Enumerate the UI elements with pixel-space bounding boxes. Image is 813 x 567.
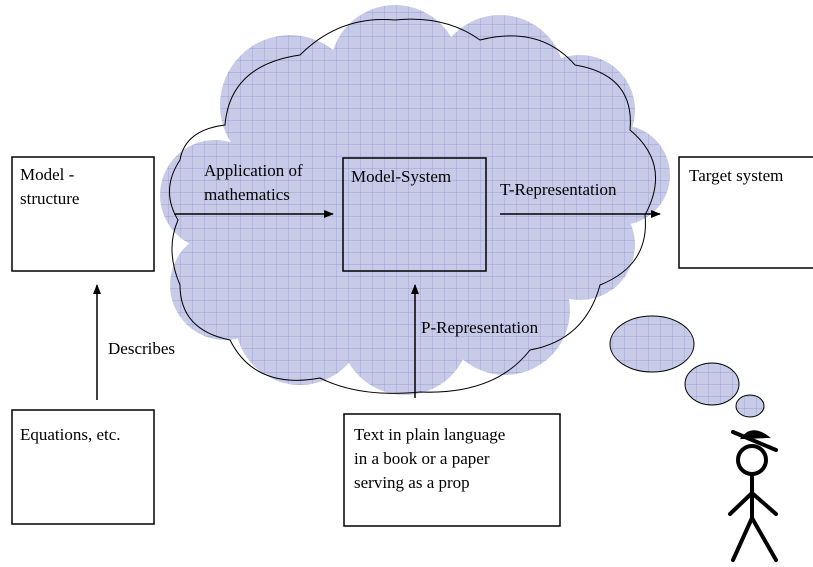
thought-bubble-medium: [684, 362, 740, 406]
thought-cloud: [160, 5, 670, 395]
model-structure-label-line1: Model -: [20, 165, 75, 184]
describes-label: Describes: [108, 339, 175, 358]
model-system-label: Model-System: [351, 167, 451, 186]
model-structure-box: Model - structure: [11, 156, 155, 272]
t-representation-label: T-Representation: [500, 180, 617, 199]
target-system-box: Target system: [678, 156, 813, 269]
equations-label: Equations, etc.: [20, 425, 121, 444]
stick-figure: [728, 430, 778, 562]
stick-figure-right-leg: [750, 516, 778, 562]
plain-language-label-line2: in a book or a paper: [354, 449, 490, 468]
stick-figure-left-leg: [731, 516, 754, 562]
model-system-box: Model-System: [342, 157, 487, 272]
stick-figure-left-arm: [728, 491, 754, 516]
target-system-label: Target system: [689, 166, 783, 185]
equations-box: Equations, etc.: [11, 409, 155, 525]
plain-language-label-line1: Text in plain language: [354, 425, 505, 444]
plain-language-box: Text in plain language in a book or a pa…: [343, 413, 561, 527]
thought-bubble-large: [609, 315, 695, 373]
thought-bubbles: [609, 315, 765, 418]
thought-bubble-small: [735, 394, 765, 418]
stick-figure-hat: [739, 430, 771, 440]
stick-figure-hat-brim: [731, 430, 778, 452]
stick-figure-head: [736, 444, 768, 476]
plain-language-label-line3: serving as a prop: [354, 473, 470, 492]
stick-figure-right-arm: [750, 491, 778, 516]
p-representation-label: P-Representation: [421, 318, 539, 337]
application-label-line2: mathematics: [204, 185, 290, 204]
application-label-line1: Application of: [204, 161, 303, 180]
model-structure-label-line2: structure: [20, 189, 79, 208]
